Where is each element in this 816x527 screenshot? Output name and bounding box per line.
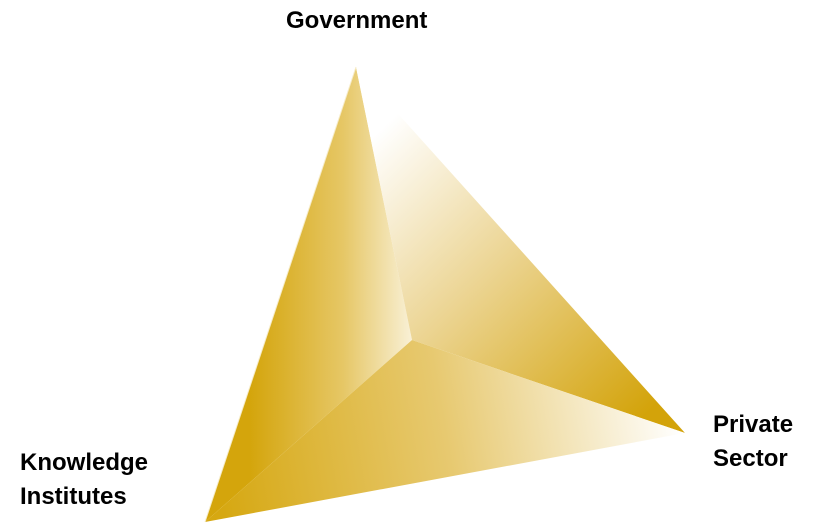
vertex-label-knowledge-institutes-line-2: Institutes [20, 483, 127, 510]
pyramid-face-right [356, 67, 685, 433]
vertex-label-private-sector-line-1: Private [713, 411, 794, 438]
pyramid-face-bottom [205, 340, 685, 522]
vertex-label-government: Government [286, 4, 427, 38]
pyramid-face-left [205, 67, 412, 522]
vertex-label-knowledge-institutes: Knowledge Institutes [20, 446, 148, 514]
pyramid-edge-left [204, 66, 357, 523]
vertex-label-government-line-1: Government [286, 7, 428, 34]
vertex-label-private-sector: Private Sector [713, 408, 793, 476]
vertex-label-private-sector-line-2: Sector [713, 445, 788, 472]
vertex-label-knowledge-institutes-line-1: Knowledge [20, 449, 149, 476]
